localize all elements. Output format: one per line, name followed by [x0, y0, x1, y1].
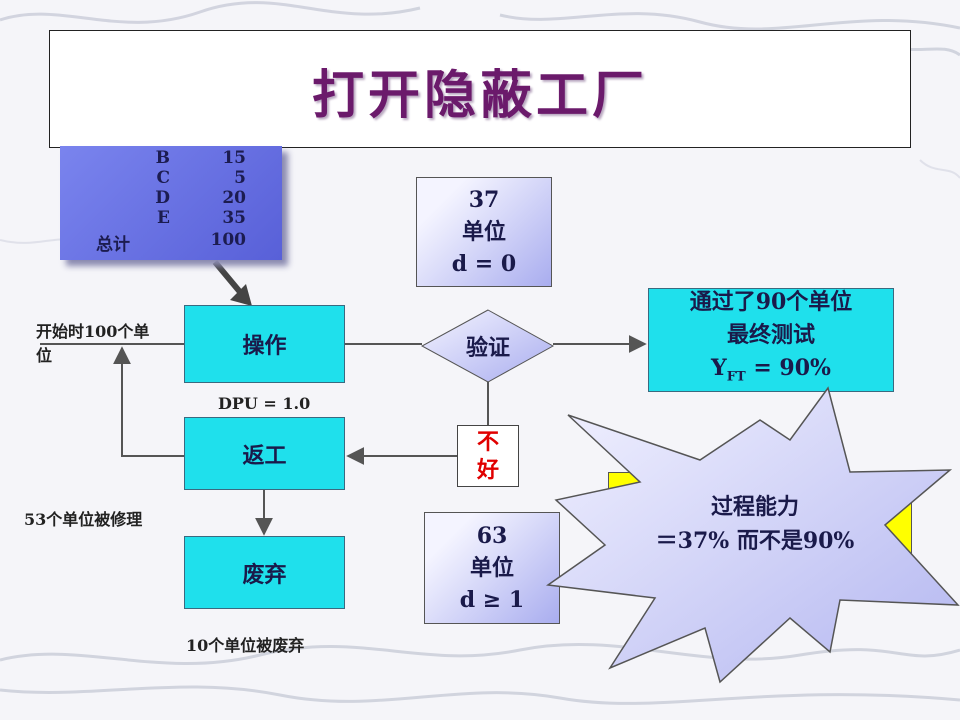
table-row-value: 100	[210, 230, 247, 250]
start-label-line: 位	[36, 346, 53, 365]
rework-box: 返工	[184, 417, 345, 490]
start-label: 开始时100个单 位	[36, 318, 149, 366]
table-row-value: 5	[234, 168, 246, 188]
table-row-name: D	[155, 188, 170, 208]
good-units-box: 37 单位 d = 0	[416, 177, 552, 287]
rework-label: 返工	[242, 442, 287, 469]
reject-box: 不 好	[457, 425, 519, 487]
defect-table: B 15 C 5 D 20 E 35 总计 100	[60, 146, 282, 260]
table-row: D 20	[60, 188, 282, 208]
table-row-name: 总计	[96, 235, 130, 255]
process-capability-title: 过程能力	[710, 494, 799, 520]
table-row-name: B	[155, 148, 170, 168]
operation-box: 操作	[184, 305, 345, 383]
bad-units-label: 单位	[469, 555, 514, 581]
reject-label: 好	[476, 457, 499, 483]
table-row: E 35	[60, 208, 282, 228]
table-row: 总计 100	[60, 230, 282, 255]
table-row-value: 15	[222, 148, 246, 168]
yield-subscript: FT	[726, 369, 746, 385]
page-title: 打开隐蔽工厂	[311, 65, 648, 126]
verify-label: 验证	[465, 335, 510, 361]
scrap-count-label: 10个单位被废弃	[186, 636, 305, 655]
process-capability-value: ＝37% 而不是90%	[655, 528, 855, 554]
table-row-name: C	[156, 168, 170, 188]
bad-units-count: 63	[476, 523, 508, 549]
bad-units-defects: d ≥ 1	[459, 587, 525, 613]
operation-label: 操作	[242, 333, 287, 359]
reject-label: 不	[476, 429, 499, 455]
process-capability-text: 过程能力 ＝37% 而不是90%	[620, 490, 890, 558]
good-units-label: 单位	[461, 219, 506, 245]
title-box: 打开隐蔽工厂	[49, 30, 911, 148]
table-row-value: 35	[222, 208, 246, 228]
yield-value: = 90%	[745, 355, 831, 382]
scrap-box: 废弃	[184, 536, 345, 609]
start-label-line: 开始时100个单	[36, 322, 150, 341]
scrap-label: 废弃	[242, 561, 287, 588]
repair-label: 53个单位被修理	[24, 510, 143, 529]
final-test-box: 通过了90个单位 最终测试 YFT = 90%	[648, 288, 894, 392]
final-test-label: 最终测试	[726, 322, 815, 349]
table-row-value: 20	[222, 188, 246, 208]
bad-units-box: 63 单位 d ≥ 1	[424, 512, 560, 624]
good-units-defects: d = 0	[451, 251, 517, 277]
dpu-label: DPU = 1.0	[218, 394, 311, 413]
table-row: B 15	[60, 148, 282, 168]
table-row-name: E	[157, 208, 170, 228]
final-test-passed: 通过了90个单位	[689, 289, 853, 316]
table-row: C 5	[60, 168, 282, 188]
good-units-count: 37	[468, 187, 500, 213]
yield-symbol: Y	[711, 355, 727, 382]
final-test-yield: YFT = 90%	[711, 352, 831, 393]
